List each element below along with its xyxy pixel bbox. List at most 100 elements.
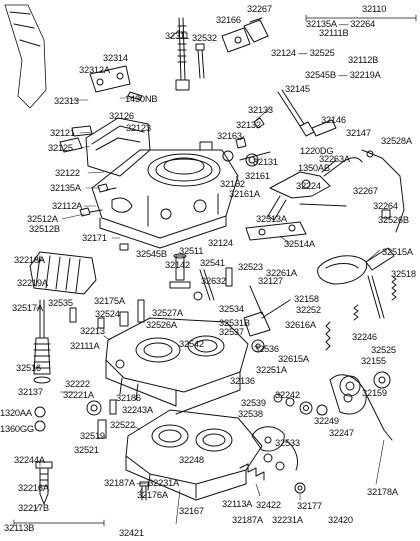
callout-label: 1430NB [125, 94, 158, 104]
callout-label: 32213 [80, 326, 105, 336]
callout-label: 32523 [238, 262, 263, 272]
choke-rod [175, 17, 190, 91]
carburetor-body-top [91, 141, 271, 249]
callout-label: 32519 [80, 431, 105, 441]
callout-label: 32525 [371, 345, 396, 355]
callout-label: 32247 [329, 428, 354, 438]
callout-label: 32222 [65, 379, 90, 389]
callout-label: 32244A [14, 455, 45, 465]
callout-label: 32541 [200, 258, 225, 268]
callout-label: 32535 [48, 298, 73, 308]
callout-label: 32113B [4, 523, 35, 533]
callout-label: 32110 [362, 4, 387, 14]
callout-label: 32175A [94, 296, 125, 306]
callout-label: 32187A [232, 515, 263, 525]
callout-label: 32521 [74, 445, 99, 455]
callout-label: 32632 [201, 276, 226, 286]
pump-lever [193, 267, 233, 301]
callout-label: 32111B [319, 28, 349, 38]
callout-label: 32512B [29, 224, 60, 234]
callout-label: 32538 [238, 409, 263, 419]
washers-center [273, 393, 328, 416]
link-rod-32263A [299, 157, 363, 207]
callout-label: 32615A [278, 354, 309, 364]
callout-label: 32422 [256, 500, 281, 510]
callout-label: 32532 [192, 33, 217, 43]
callout-label: 32124 — 32525 [271, 48, 335, 58]
callout-label: 32187A — 32231A [104, 478, 180, 488]
spring-32616A [353, 304, 359, 321]
callout-label: 32545B — 32219A [305, 70, 381, 80]
callout-label: 32166 [216, 15, 241, 25]
callout-label: 32512A [27, 214, 58, 224]
callout-label: 32155 [361, 356, 386, 366]
callout-label: 32219A [17, 278, 48, 288]
callout-label: 32536 [254, 344, 279, 354]
callout-label: 32313 [54, 96, 79, 106]
callout-label: 32516 [16, 363, 41, 373]
needle-spring-stack [33, 299, 51, 384]
callout-label: 32524 [95, 309, 120, 319]
callout-label: 32527A [152, 308, 183, 318]
callout-label: 32132 [236, 120, 261, 130]
callout-label: 32526B [378, 215, 409, 225]
callout-label: 32158 [294, 294, 319, 304]
link-plate [89, 65, 143, 101]
callout-label: 32616A [285, 320, 316, 330]
washers-bottom [263, 453, 306, 494]
callout-label: 32216A [18, 483, 49, 493]
callout-label: 32113A [222, 499, 253, 509]
choke-screws [222, 117, 265, 167]
callout-label: 32267 [353, 186, 378, 196]
callout-label: 32171 [82, 233, 107, 243]
callout-label: 32167 [179, 506, 204, 516]
callout-label: 32231A [272, 515, 303, 525]
callout-label: 32111A [70, 341, 100, 351]
throttle-linkage [329, 374, 393, 441]
callout-label: 32311 [165, 31, 190, 41]
callout-label: 32314 [103, 53, 128, 63]
callout-label: 32122 [55, 168, 80, 178]
throttle-lever-cluster [243, 285, 291, 353]
callout-label: 32545B [136, 249, 167, 259]
callout-label: 32517A [12, 303, 43, 313]
callout-label: 32522 [110, 420, 135, 430]
callout-label: 32112B [348, 55, 379, 65]
callout-label: 32252 [296, 305, 321, 315]
throttle-body-lower [125, 409, 263, 501]
callout-label: 32243A [122, 405, 153, 415]
callout-label: 1360GG [0, 424, 34, 434]
callout-label: 32217B [18, 503, 49, 513]
throttle-cam [251, 426, 299, 471]
callout-label: 32242 [275, 390, 300, 400]
callout-label: 32542 [179, 339, 204, 349]
callout-label: 32515A [382, 247, 413, 257]
callout-label: 32312A [79, 65, 110, 75]
callout-label: 32261A [266, 268, 297, 278]
callout-label: 32534 [219, 304, 244, 314]
callout-label: 32137 [18, 387, 43, 397]
callout-label: 32124 [208, 238, 233, 248]
callout-label: 32177 [297, 501, 322, 511]
fuel-filter [29, 251, 97, 295]
callout-label: 1220DG [300, 146, 334, 156]
callout-label: 32123 [126, 123, 151, 133]
screws-lower-left [34, 399, 117, 439]
callout-label: 32514A [284, 239, 315, 249]
callout-label: 32263A [319, 154, 350, 164]
callout-label: 32135A — 32264 [306, 19, 376, 29]
leader-lines [33, 29, 385, 525]
callout-label: 32112A [52, 201, 83, 211]
callout-label: 32135A [50, 183, 81, 193]
callout-label: 32126 [109, 111, 134, 121]
callout-label: 32251A [256, 365, 287, 375]
callout-label: 32163 [217, 131, 242, 141]
callout-label: 32539 [241, 398, 266, 408]
jets [69, 299, 145, 329]
callout-label: 32246 [352, 332, 377, 342]
callout-label: 32176A [137, 490, 168, 500]
callout-label: 32136 [230, 376, 255, 386]
callout-label: 32537 [219, 327, 244, 337]
callout-label: 32162 [220, 179, 245, 189]
callout-label: 32264 [373, 201, 398, 211]
